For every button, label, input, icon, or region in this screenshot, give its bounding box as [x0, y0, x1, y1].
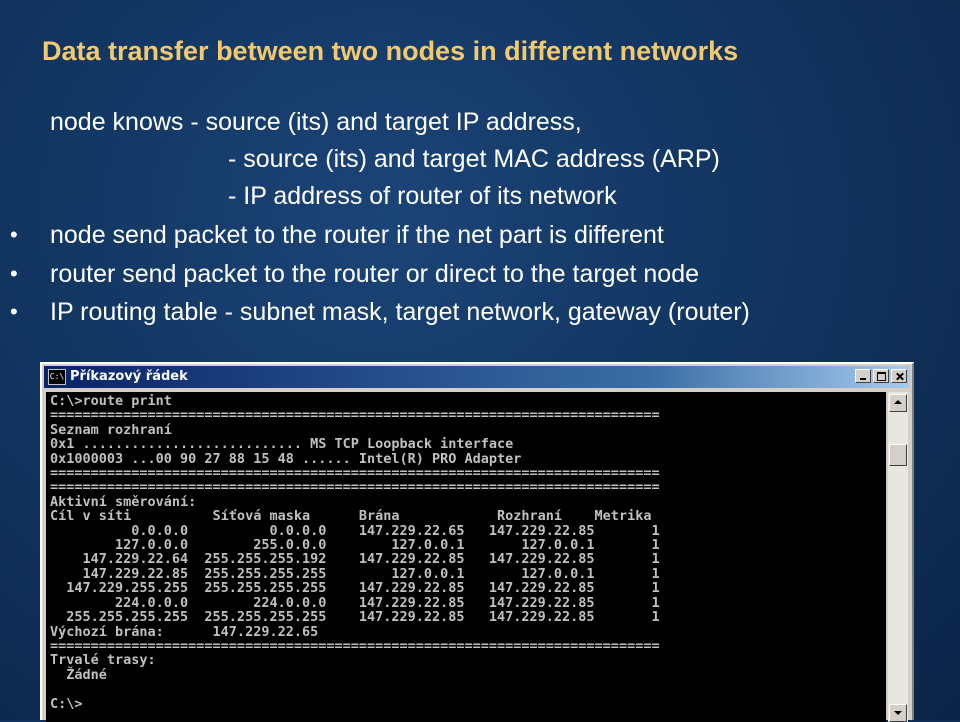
console-output[interactable]: C:\>route print ========================… [46, 392, 886, 722]
bullet-icon: • [10, 299, 18, 324]
list-item-text: - source (its) and target MAC address (A… [228, 145, 720, 173]
close-button[interactable] [891, 369, 907, 383]
list-item-text: router send packet to the router or dire… [50, 260, 699, 288]
list-item-text: node knows - source (its) and target IP … [50, 108, 582, 136]
command-prompt-window[interactable]: C:\ Příkazový řádek C:\>route print ====… [40, 362, 914, 722]
maximize-button[interactable] [873, 369, 889, 383]
list-item-text: - IP address of router of its network [228, 182, 617, 210]
slide-title: Data transfer between two nodes in diffe… [42, 36, 739, 66]
vertical-scrollbar[interactable] [888, 392, 908, 722]
console-text: C:\>route print ========================… [50, 393, 660, 712]
console-app-icon[interactable]: C:\ [48, 369, 66, 385]
window-title: Příkazový řádek [70, 369, 188, 384]
scroll-thumb[interactable] [889, 444, 907, 466]
scroll-down-button[interactable] [889, 704, 907, 722]
bullet-icon: • [10, 261, 18, 286]
scroll-up-button[interactable] [889, 394, 907, 412]
list-item-text: IP routing table - subnet mask, target n… [50, 298, 750, 326]
bullet-icon: • [10, 222, 18, 247]
list-item-text: node send packet to the router if the ne… [50, 221, 664, 249]
window-titlebar[interactable]: C:\ Příkazový řádek [44, 366, 910, 388]
window-controls [853, 369, 907, 385]
minimize-button[interactable] [855, 369, 871, 383]
